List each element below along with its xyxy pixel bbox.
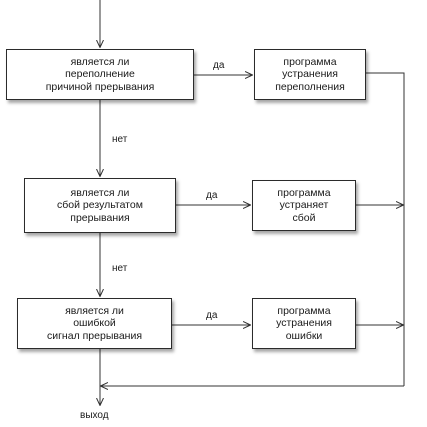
decision-error-signal-text: является ли ошибкой сигнал прерывания bbox=[46, 304, 143, 342]
decision-result-failure: является ли сбой результатом прерывания bbox=[24, 178, 176, 233]
decision-overflow-text: является ли переполнение причиной прерыв… bbox=[45, 55, 155, 93]
return-line-1 bbox=[366, 72, 405, 386]
label-no-2: нет bbox=[112, 263, 128, 274]
decision-result-failure-text: является ли сбой результатом прерывания bbox=[57, 186, 143, 224]
label-yes-1: да bbox=[213, 60, 225, 71]
label-yes-2: да bbox=[206, 190, 218, 201]
action-error-fix-text: программа устранения ошибки bbox=[276, 304, 332, 342]
action-overflow-fix: программа устранения переполнения bbox=[254, 49, 366, 100]
label-yes-3: да bbox=[206, 310, 218, 321]
label-no-1: нет bbox=[112, 134, 128, 145]
action-failure-fix: программа устраняет сбой bbox=[252, 180, 356, 231]
decision-error-signal: является ли ошибкой сигнал прерывания bbox=[17, 298, 172, 349]
action-overflow-fix-text: программа устранения переполнения bbox=[275, 55, 345, 93]
label-exit: выход bbox=[80, 410, 109, 421]
action-failure-fix-text: программа устраняет сбой bbox=[277, 186, 331, 224]
decision-overflow: является ли переполнение причиной прерыв… bbox=[6, 49, 194, 100]
action-error-fix: программа устранения ошибки bbox=[252, 298, 356, 349]
